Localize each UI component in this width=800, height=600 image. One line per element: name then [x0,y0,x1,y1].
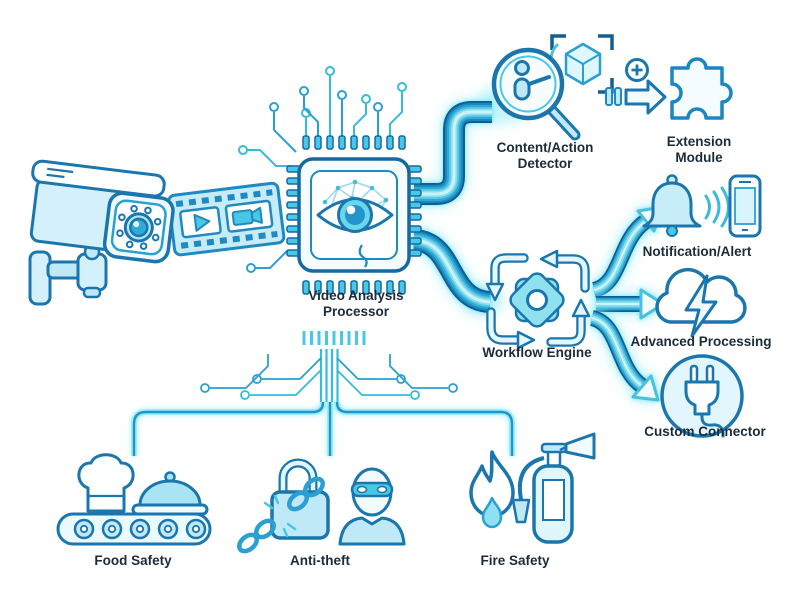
cctv-camera-icon [28,159,175,306]
circuit-traces-top [238,66,407,273]
smartphone-icon [728,174,762,238]
chip-pins [286,135,422,295]
cloud-lightning-icon [655,267,747,338]
person-icon [513,60,551,101]
video-camera-icon [231,206,263,226]
padlock-broken-chain-burglar-icon [237,458,406,554]
flame-extinguisher-icon [469,432,596,544]
cloche-icon [131,471,209,516]
padlock-icon [270,458,330,540]
play-icon [193,213,211,232]
chef-hat-cloche-conveyor-icon [56,453,212,546]
magnifier-person-cube-icon [491,34,614,141]
circuit-traces-bottom [200,331,458,402]
camera-mount [28,243,108,306]
bell-phone-icon [642,174,762,238]
arrow-workflow-to-advanced [596,288,665,320]
lightning-icon [684,274,718,338]
burglar-icon [338,467,406,546]
arrow-workflow-to-connector [592,318,660,402]
eye-icon [316,197,394,268]
camera-led-ring [116,204,162,250]
power-plug-icon [660,354,744,438]
puzzle-piece-icon [670,57,733,120]
chip-eye-icon [286,135,422,295]
gear-icon [509,272,565,328]
label-notification: Notification/Alert [642,244,752,259]
add-arrow-icon [605,58,667,115]
flame-icon [469,450,515,529]
label-advanced: Advanced Processing [630,334,772,349]
label-antitheft: Anti-theft [290,553,350,568]
label-food: Food Safety [94,553,172,568]
sound-waves-icon [704,186,730,228]
conveyor-belt-icon [56,512,212,546]
broken-chain-icon [237,476,325,554]
gear-cycle-icon [485,249,591,350]
label-fire: Fire Safety [480,553,550,568]
film-strip-icon [167,181,286,257]
distribution-lines [131,401,515,456]
bell-icon [642,174,702,237]
cube-icon [564,42,602,86]
extinguisher-horn [564,432,596,460]
cycle-arrows [485,249,591,350]
camera-body [29,159,175,264]
label-workflow: Workflow Engine [482,345,592,360]
fire-extinguisher-icon [511,432,596,544]
magnifier-icon [491,47,581,141]
chef-hat-icon [77,453,135,513]
label-connector: Custom Connector [644,424,766,439]
